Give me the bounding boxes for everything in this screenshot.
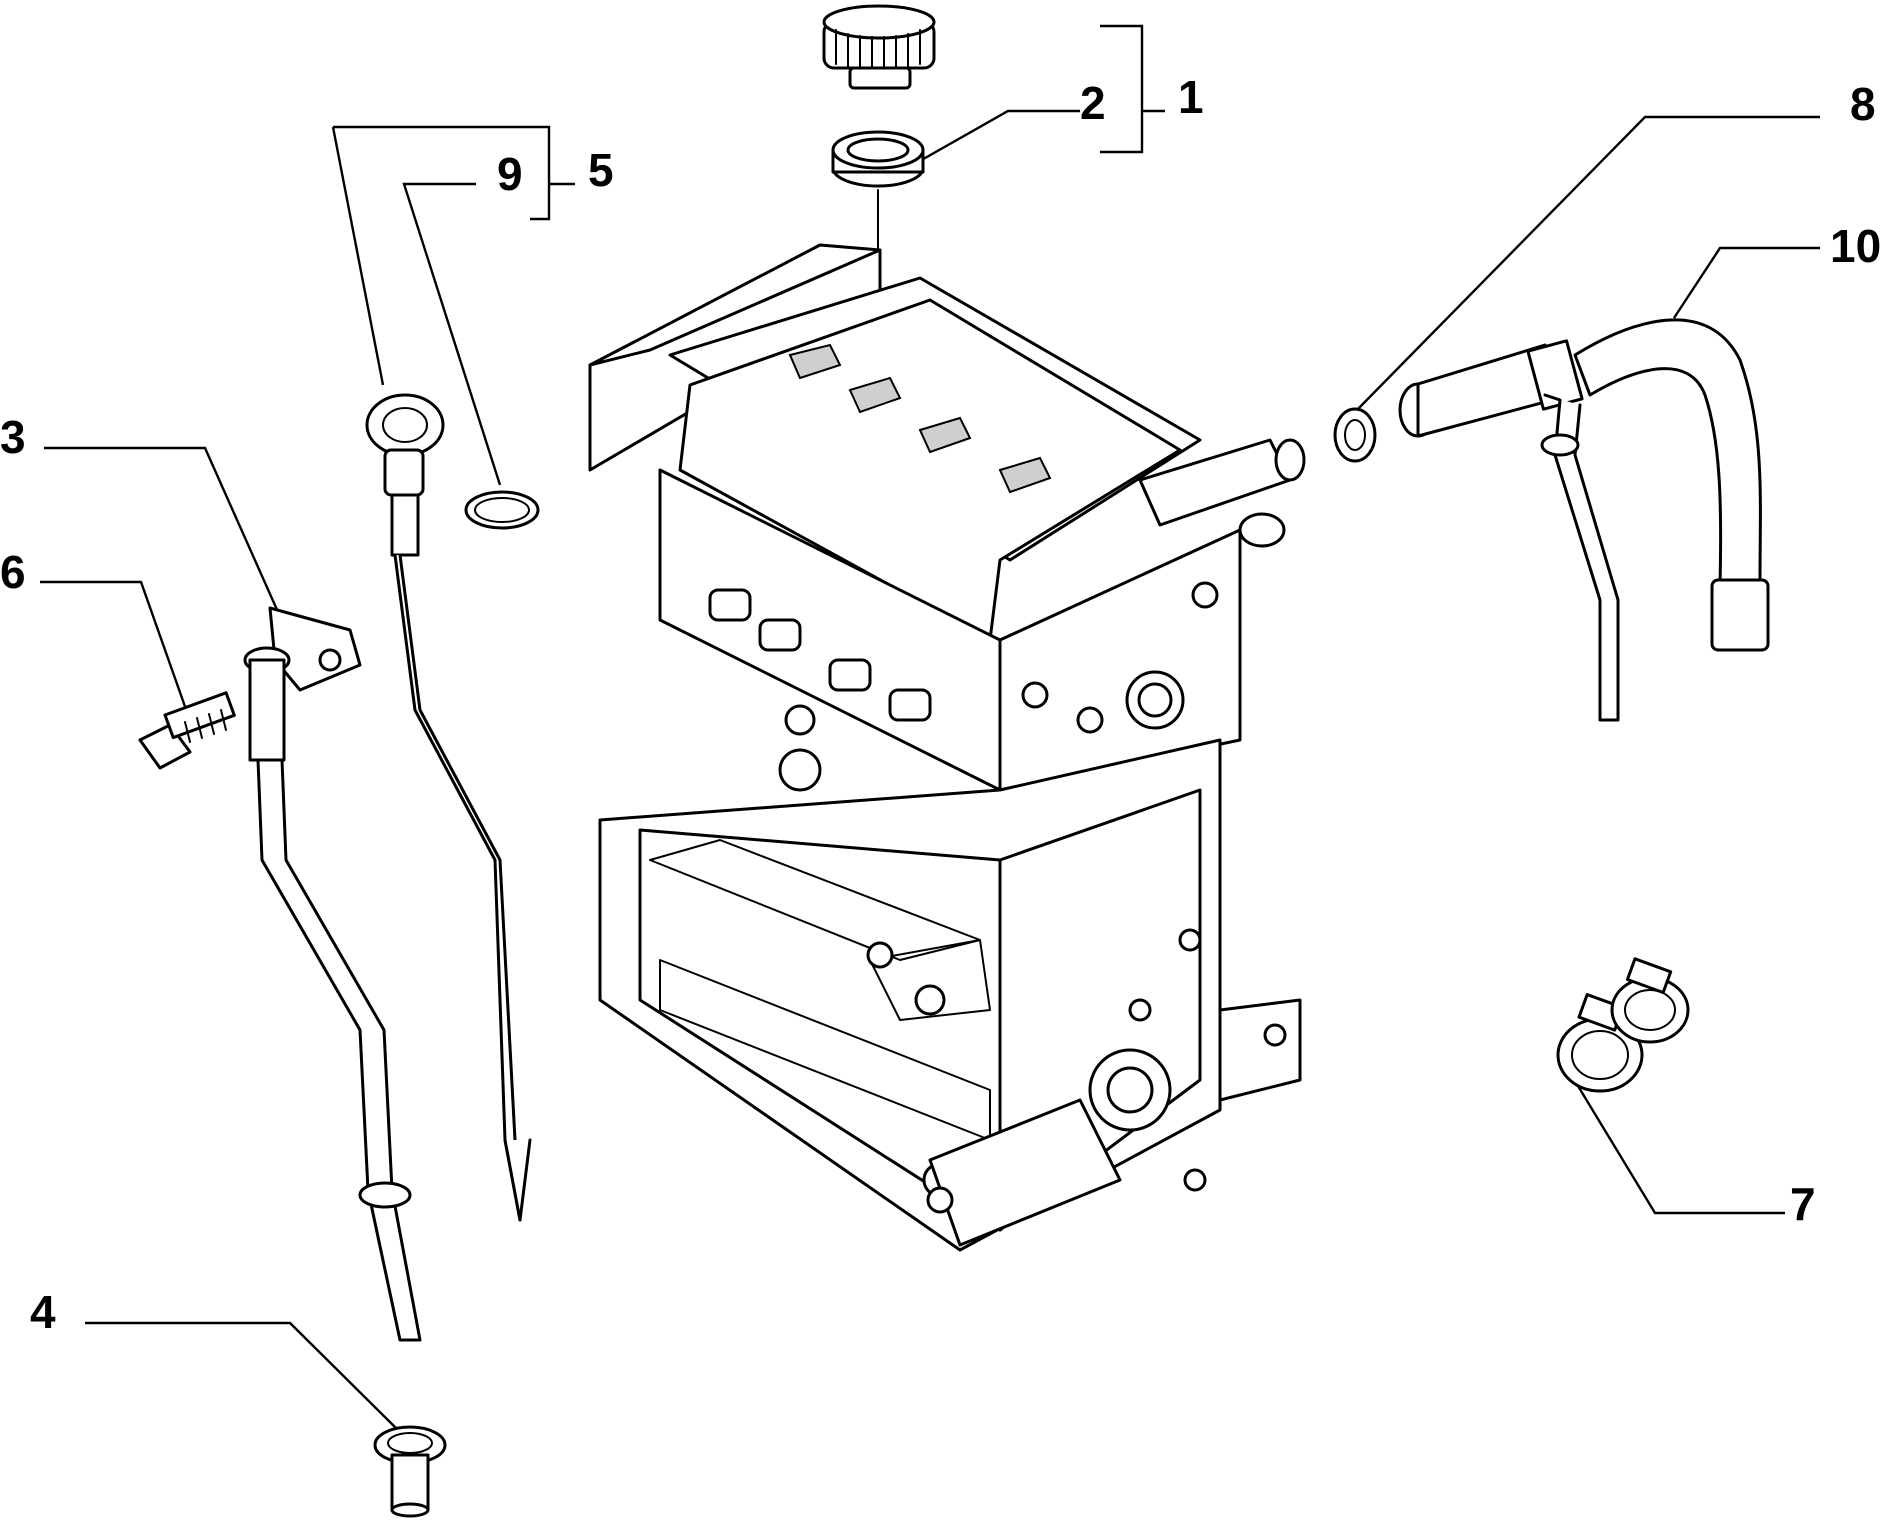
callout-5: 5 (588, 144, 614, 196)
mounting-bolt (138, 691, 236, 770)
filler-cap-seal (831, 130, 925, 321)
guide-tube-seal (373, 1425, 447, 1518)
dipstick-guide-tube (243, 606, 422, 1342)
callout-8: 8 (1850, 78, 1876, 130)
callout-2: 2 (1080, 77, 1106, 129)
leader-lines (40, 24, 1820, 1431)
hose-clamps (1556, 957, 1690, 1093)
breather-nipple (1138, 438, 1306, 548)
callout-10: 10 (1830, 220, 1881, 272)
callout-labels: 1 2 3 4 5 6 7 8 9 10 (0, 71, 1881, 1338)
breather-clip (1333, 407, 1377, 463)
callout-6: 6 (0, 546, 26, 598)
engine-block (588, 243, 1302, 1252)
callout-1: 1 (1178, 71, 1204, 123)
callout-3: 3 (0, 411, 26, 463)
callout-9: 9 (497, 148, 523, 200)
breather-hose (1398, 318, 1770, 722)
oil-dipstick (365, 393, 532, 1222)
callout-4: 4 (30, 1286, 56, 1338)
dipstick-o-ring (464, 490, 540, 530)
callout-7: 7 (1790, 1178, 1816, 1230)
oil-filler-cap (822, 4, 936, 90)
